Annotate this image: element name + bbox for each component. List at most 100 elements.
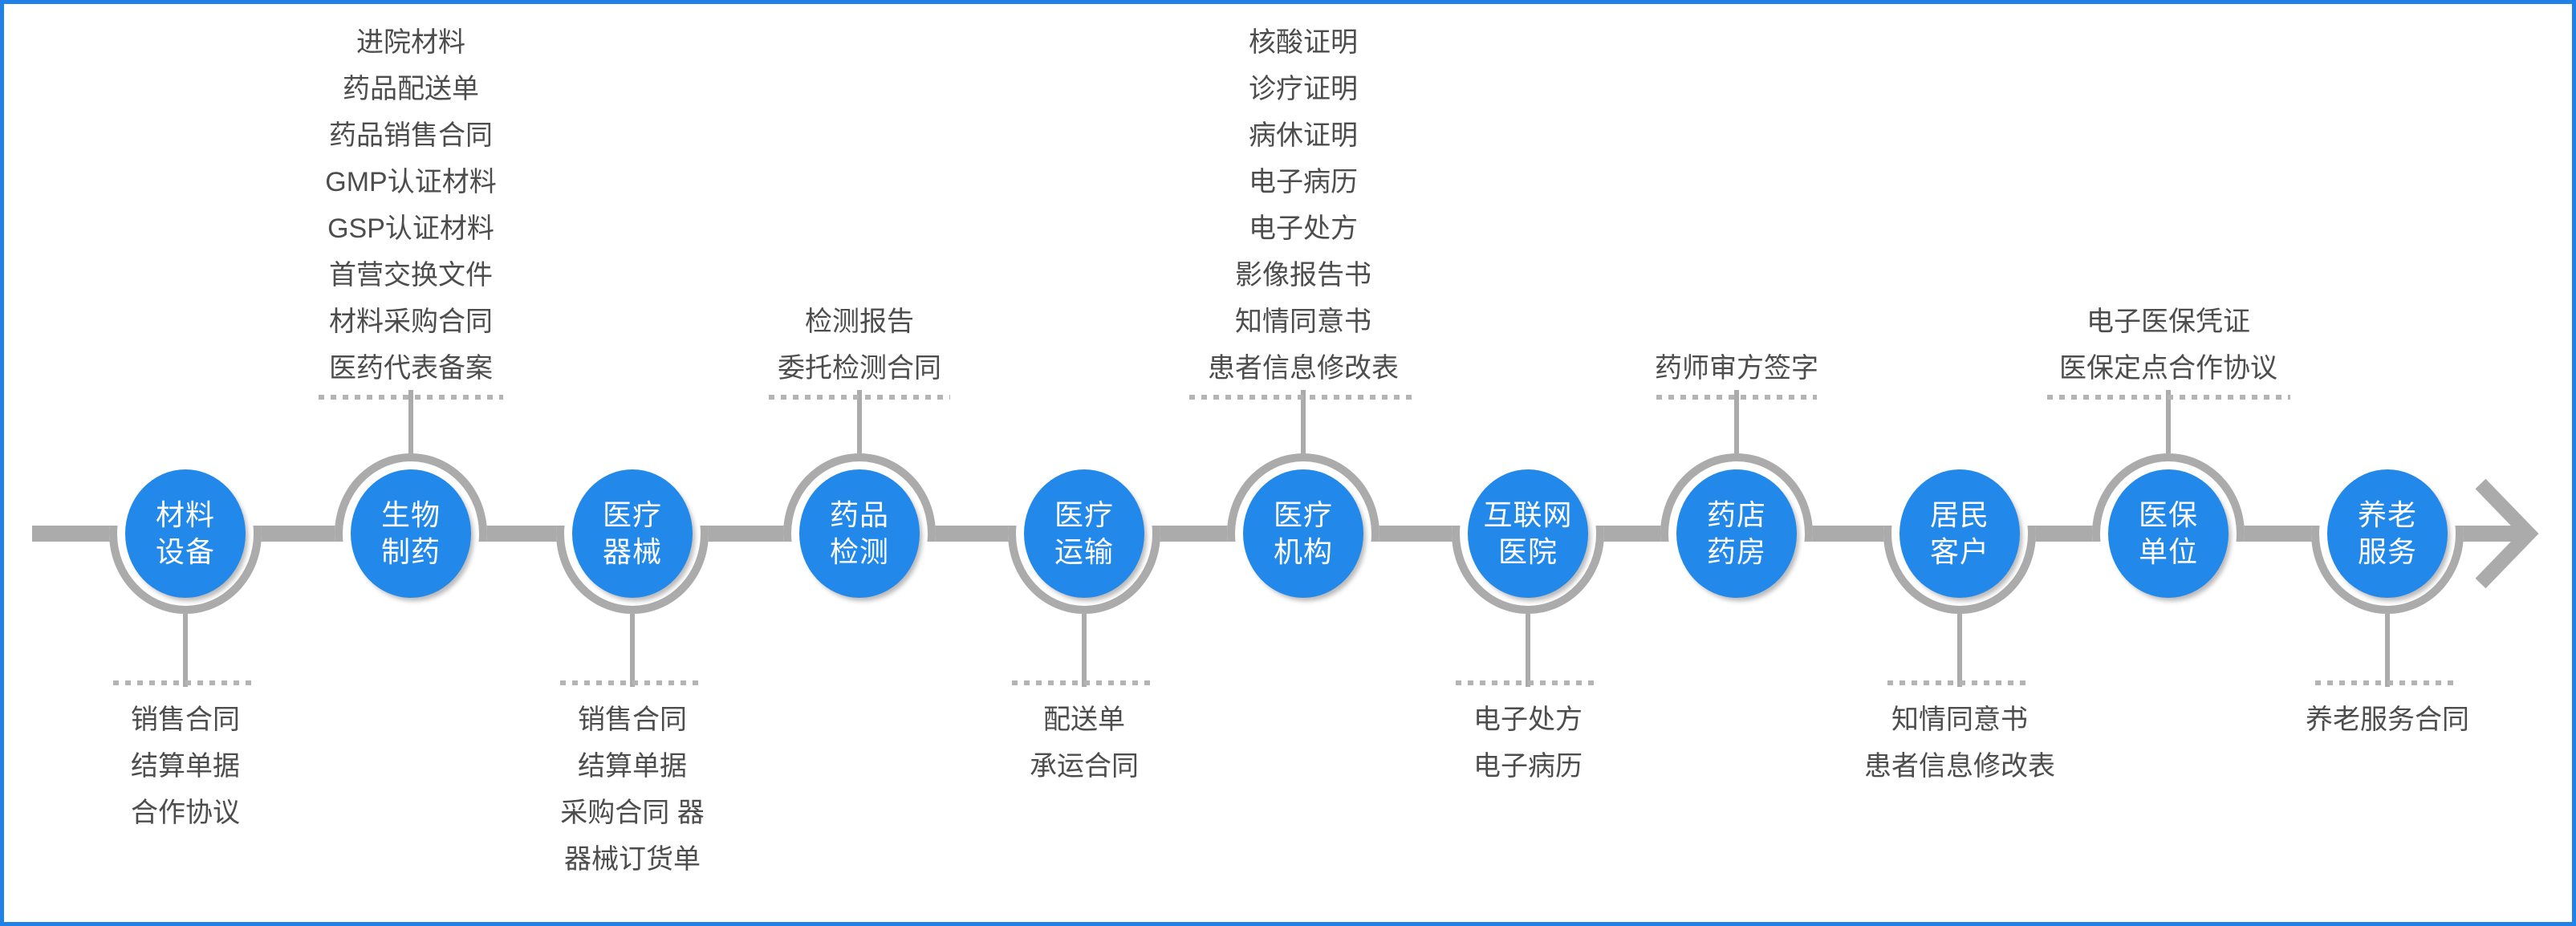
node-label: 生物制药 (351, 469, 471, 598)
node-circle (572, 469, 693, 598)
doc-item: 采购合同 器 (560, 798, 705, 828)
node-label: 医疗运输 (1024, 469, 1144, 598)
node-circle (1899, 469, 2020, 598)
doc-item: 医药代表备案 (329, 353, 493, 384)
docs-divider (1188, 395, 1418, 400)
doc-item: 患者信息修改表 (1864, 751, 2055, 782)
node-label-line: 医疗 (1054, 498, 1114, 531)
docs-divider (560, 680, 705, 685)
doc-item: 药师审方签字 (1655, 353, 1818, 384)
docs-list: 核酸证明诊疗证明病休证明电子病历电子处方影像报告书知情同意书患者信息修改表 (1135, 19, 1472, 392)
doc-item: 电子医保凭证 (2086, 307, 2250, 337)
node-circle (1243, 469, 1363, 598)
doc-item: 电子处方 (1249, 213, 1358, 244)
node-connector (857, 390, 862, 459)
node-circle (1468, 469, 1588, 598)
node-label-line: 药房 (1706, 535, 1766, 568)
doc-item: 配送单 (1043, 705, 1125, 735)
doc-item: 养老服务合同 (2306, 705, 2469, 735)
docs-list: 电子医保凭证医保定点合作协议 (2000, 299, 2337, 392)
node-circle (1676, 469, 1797, 598)
docs-divider (2046, 395, 2290, 400)
node-label: 医疗器械 (572, 469, 693, 598)
doc-item: 核酸证明 (1249, 27, 1358, 58)
node-label: 医疗机构 (1243, 469, 1363, 598)
docs-list: 药师审方签字 (1568, 345, 1905, 392)
node-connector (2166, 390, 2171, 459)
docs-divider (113, 680, 258, 685)
node-label-line: 运输 (1054, 535, 1114, 568)
docs-list: 知情同意书患者信息修改表 (1791, 697, 2128, 790)
doc-item: GMP认证材料 (325, 167, 497, 197)
doc-item: 患者信息修改表 (1208, 353, 1399, 384)
node-label-line: 养老 (2357, 498, 2417, 531)
node-label-line: 医疗 (602, 498, 662, 531)
docs-divider (2315, 680, 2460, 685)
doc-item: 药品销售合同 (329, 120, 493, 151)
doc-item: 进院材料 (356, 27, 465, 58)
node-label: 互联网医院 (1468, 469, 1588, 598)
doc-item: 委托检测合同 (778, 353, 941, 384)
node-label: 药店药房 (1676, 469, 1797, 598)
node-label-line: 医疗 (1273, 498, 1333, 531)
docs-divider (1456, 680, 1600, 685)
doc-item: 电子处方 (1473, 705, 1583, 735)
node-label: 药品检测 (799, 469, 920, 598)
node-connector (1957, 610, 1962, 687)
node-circle (2108, 469, 2229, 598)
node-label: 养老服务 (2327, 469, 2448, 598)
node-label: 居民客户 (1899, 469, 2020, 598)
docs-divider (1656, 395, 1817, 400)
node-circle (1024, 469, 1144, 598)
node-label-line: 客户 (1929, 535, 1989, 568)
doc-item: 承运合同 (1030, 751, 1139, 782)
docs-list: 销售合同结算单据合作协议 (17, 697, 354, 836)
node-label-line: 机构 (1273, 535, 1333, 568)
node-label: 材料设备 (125, 469, 246, 598)
node-label-line: 单位 (2138, 535, 2198, 568)
node-label-line: 生物 (380, 498, 441, 531)
doc-item: GSP认证材料 (327, 213, 494, 244)
node-label-line: 材料 (155, 498, 215, 531)
node-circle (2327, 469, 2448, 598)
doc-item: 电子病历 (1249, 167, 1358, 197)
docs-divider (1887, 680, 2032, 685)
doc-item: 电子病历 (1473, 751, 1583, 782)
node-label-line: 器械 (602, 535, 662, 568)
flow-arrow-icon (2476, 479, 2539, 588)
docs-divider (319, 395, 503, 400)
node-label-line: 互联网 (1483, 498, 1573, 531)
docs-list: 配送单承运合同 (916, 697, 1253, 790)
node-label-line: 药品 (829, 498, 889, 531)
doc-item: 材料采购合同 (329, 307, 493, 337)
doc-item: 药品配送单 (343, 74, 479, 104)
doc-item: 诊疗证明 (1249, 74, 1358, 104)
docs-list: 电子处方电子病历 (1359, 697, 1696, 790)
doc-item: 知情同意书 (1891, 705, 2028, 735)
doc-item: 病休证明 (1249, 120, 1358, 151)
node-connector (408, 390, 413, 459)
doc-item: 影像报告书 (1235, 260, 1371, 290)
node-connector (2385, 610, 2390, 687)
node-label-line: 医保 (2138, 498, 2198, 531)
doc-item: 合作协议 (131, 798, 240, 828)
node-connector (1082, 610, 1087, 687)
node-connector (630, 610, 635, 687)
doc-item: 器械订货单 (564, 844, 701, 875)
node-label-line: 医院 (1497, 535, 1558, 568)
node-label-line: 检测 (829, 535, 889, 568)
doc-item: 销售合同 (578, 705, 687, 735)
docs-divider (1012, 680, 1156, 685)
doc-item: 结算单据 (131, 751, 240, 782)
docs-list: 养老服务合同 (2219, 697, 2556, 743)
node-connector (183, 610, 188, 687)
node-label-line: 药店 (1706, 498, 1766, 531)
node-connector (1734, 390, 1739, 459)
node-label-line: 制药 (380, 535, 441, 568)
node-connector (1526, 610, 1530, 687)
node-circle (799, 469, 920, 598)
docs-divider (769, 395, 950, 400)
node-label-line: 居民 (1929, 498, 1989, 531)
